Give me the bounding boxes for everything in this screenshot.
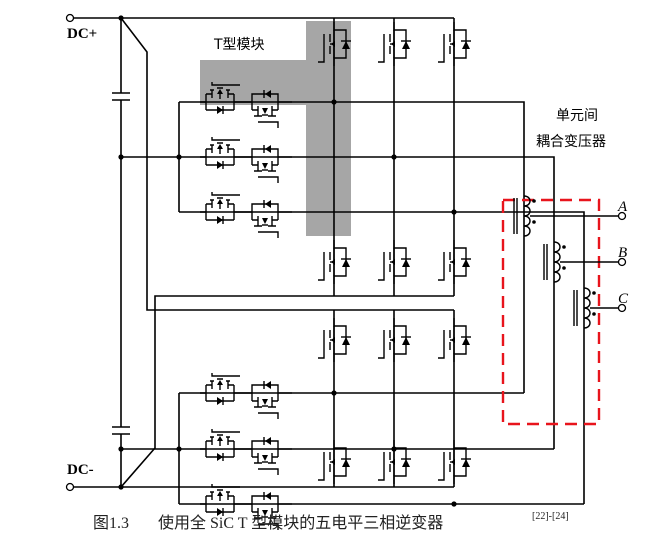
capacitor-top	[112, 92, 130, 101]
mosfet-lower-1	[317, 439, 352, 485]
mosfet-mid-lower-1	[317, 317, 352, 363]
mosfet-mid-upper-1	[317, 239, 352, 285]
phase-c-label: C	[618, 291, 629, 307]
t-branch-lower-1	[199, 372, 293, 420]
mosfet-mid-upper-2	[377, 239, 412, 285]
transformer-label-2: 耦合变压器	[536, 134, 606, 150]
dc-plus-label: DC+	[67, 26, 97, 42]
mosfet-mid-lower-3	[437, 317, 472, 363]
t-branch-upper-2	[199, 136, 293, 184]
t-branch-upper-3	[199, 191, 293, 239]
t-branch-switches	[199, 81, 293, 531]
phase-c-terminal[interactable]	[617, 303, 627, 313]
dc-plus-terminal[interactable]	[65, 13, 75, 23]
mosfet-upper-2	[377, 21, 412, 67]
phase-b-terminal[interactable]	[617, 257, 627, 267]
t-module-highlight	[200, 21, 351, 236]
transformer-box	[501, 198, 601, 426]
coupled-transformers	[513, 195, 627, 329]
capacitor-bottom	[112, 426, 130, 435]
transformer-b	[543, 241, 627, 283]
mosfet-lower-3	[437, 439, 472, 485]
dc-minus-label: DC-	[67, 462, 94, 478]
phase-a-label: A	[617, 199, 628, 215]
figure-caption: 使用全 SiC T 型模块的五电平三相逆变器	[158, 514, 443, 532]
t-module-label: T型模块	[213, 37, 265, 53]
mosfet-mid-upper-3	[437, 239, 472, 285]
transformer-c	[573, 287, 627, 329]
lower-neutral-rails	[121, 390, 584, 507]
dc-minus-terminal[interactable]	[65, 482, 75, 492]
phase-b-label: B	[618, 245, 627, 261]
t-branch-lower-2	[199, 428, 293, 476]
mosfet-lower-2	[377, 439, 412, 485]
transformer-a	[513, 195, 627, 237]
figure-references: [22]-[24]	[532, 511, 569, 522]
figure-number: 图1.3	[93, 515, 129, 532]
mosfet-upper-3	[437, 21, 472, 67]
upper-neutral-rails	[121, 99, 585, 504]
mosfet-mid-lower-2	[377, 317, 412, 363]
dc-bus	[65, 13, 454, 492]
phase-a-terminal[interactable]	[617, 211, 627, 221]
transformer-label-1: 单元间	[556, 108, 598, 124]
